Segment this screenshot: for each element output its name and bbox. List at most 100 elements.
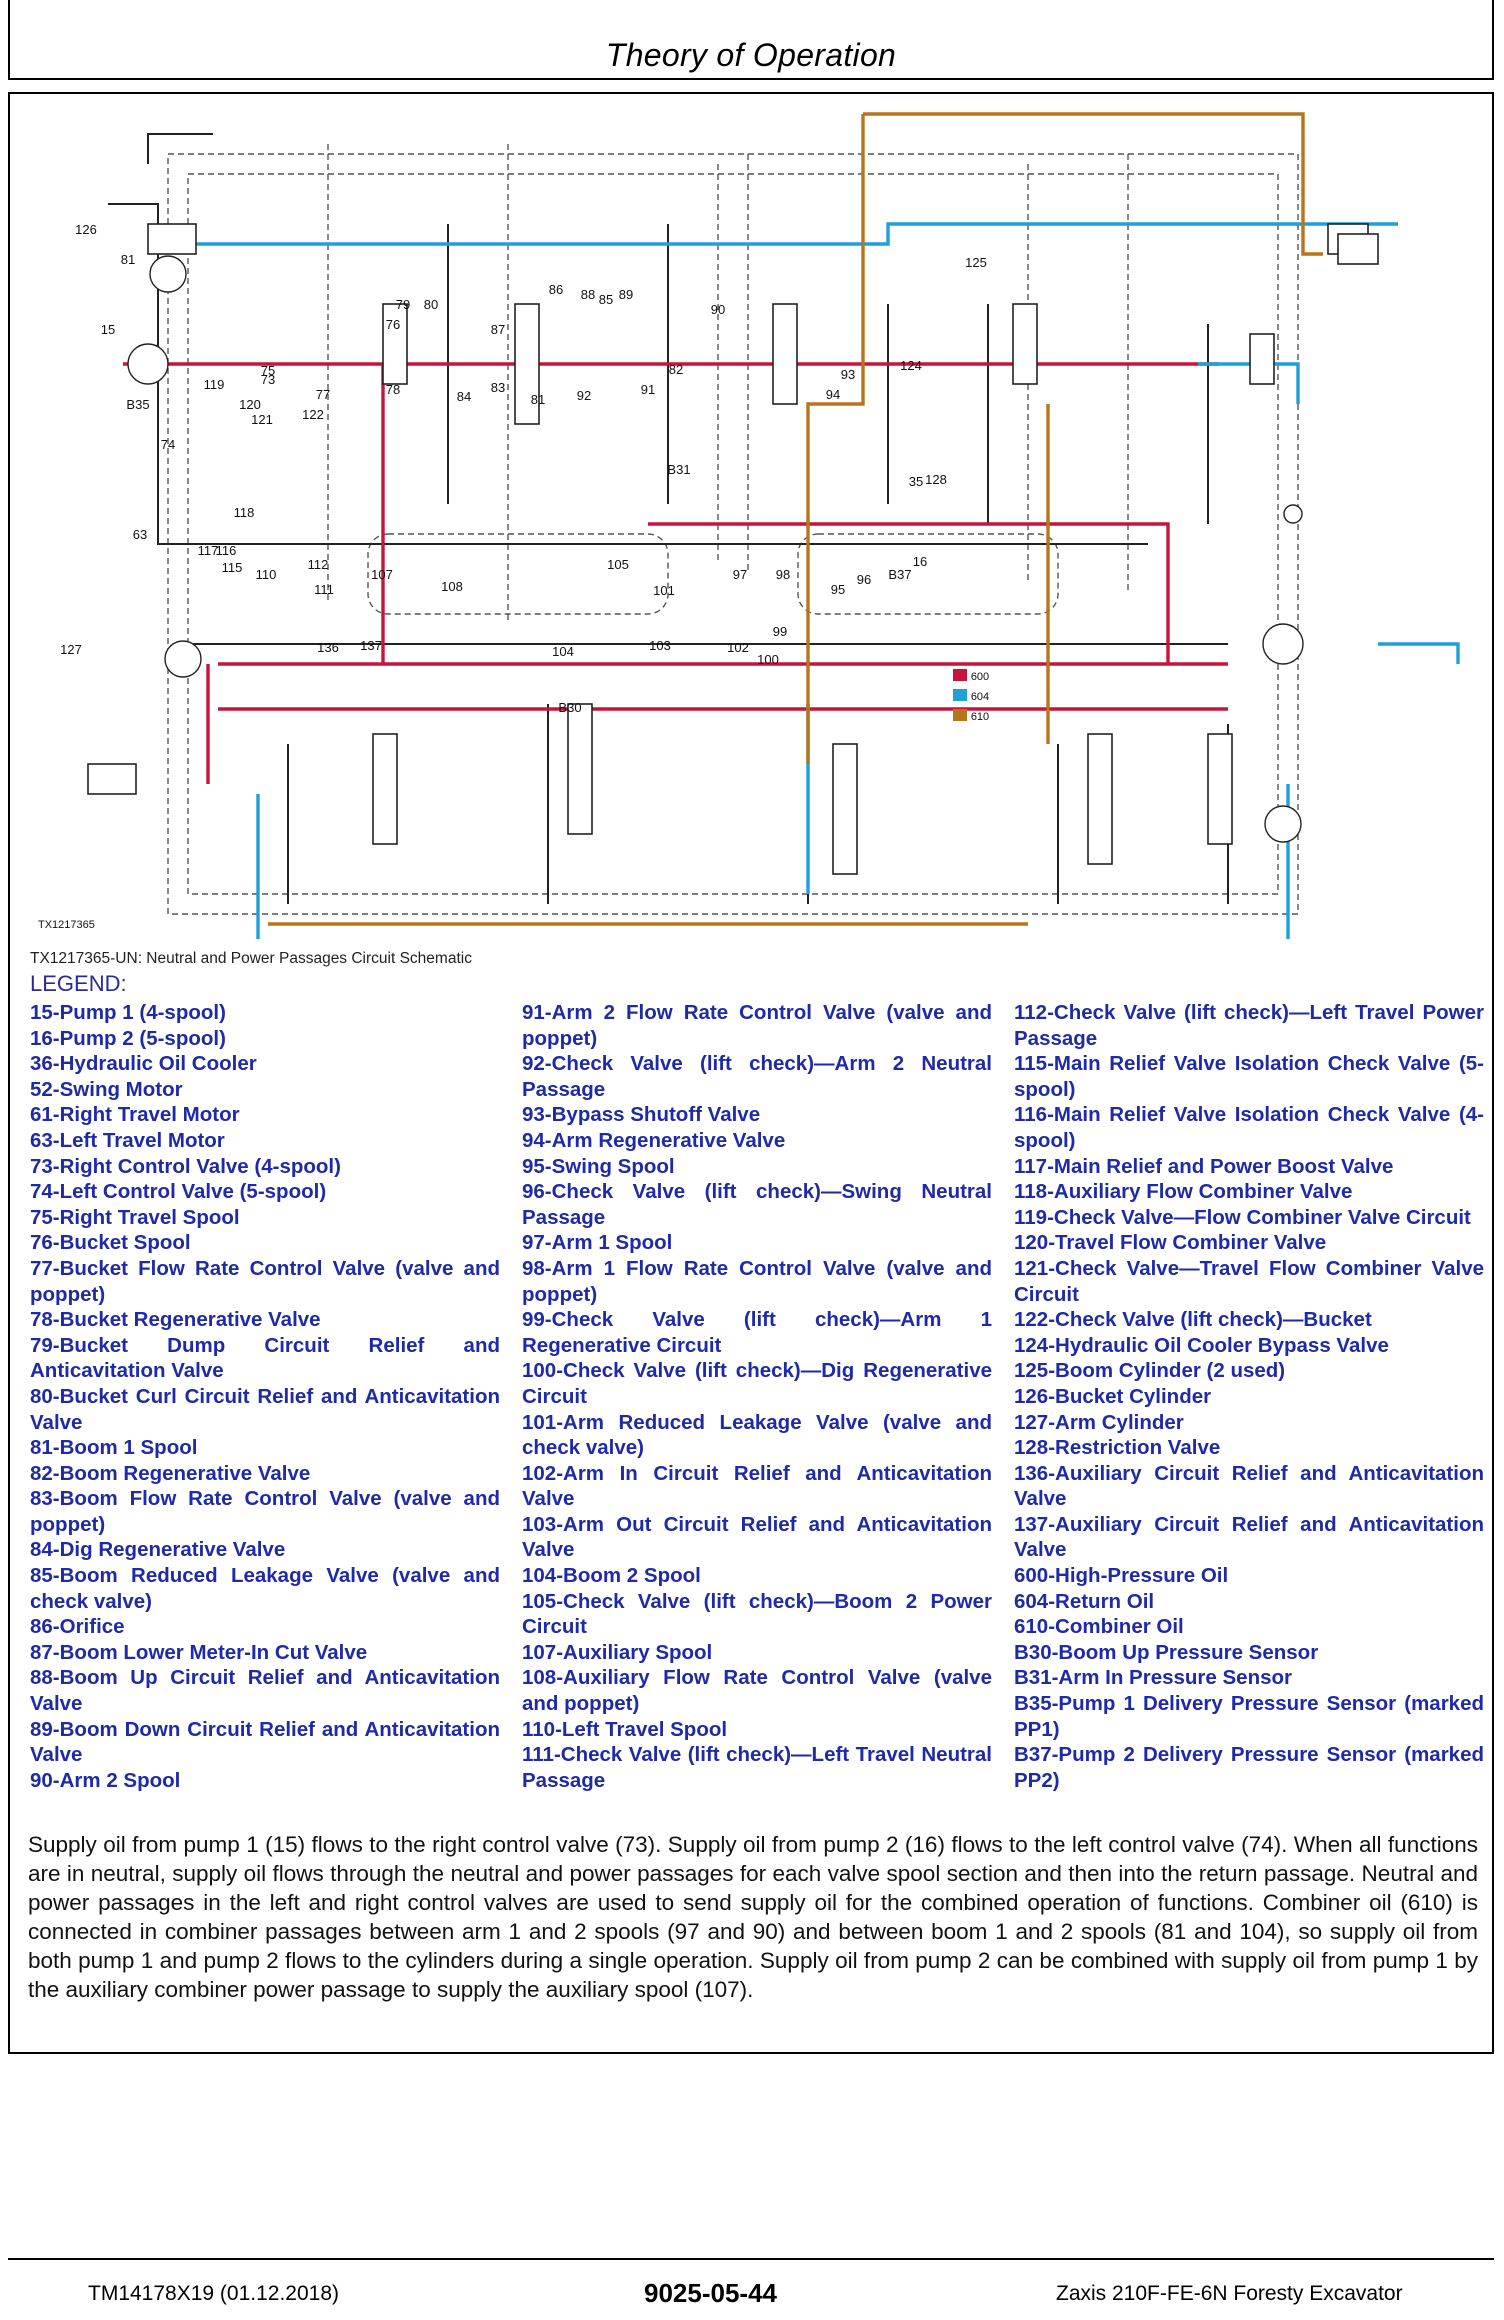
component-circles xyxy=(127,255,1304,843)
callout-label: 75 xyxy=(261,363,275,378)
callout-label: B37 xyxy=(888,567,911,582)
legend-item: 115-Main Relief Valve Isolation Check Va… xyxy=(1014,1052,1484,1101)
callout-label: B30 xyxy=(558,700,581,715)
legend-item: 97-Arm 1 Spool xyxy=(522,1231,673,1255)
legend-item: 82-Boom Regenerative Valve xyxy=(30,1461,311,1485)
callout-label: 107 xyxy=(371,567,393,582)
key-swatch-604 xyxy=(953,689,967,701)
page-header: Theory of Operation xyxy=(8,0,1494,80)
callout-label: 15 xyxy=(101,322,115,337)
legend-item: B30-Boom Up Pressure Sensor xyxy=(1014,1640,1319,1664)
legend-item: 75-Right Travel Spool xyxy=(30,1205,240,1229)
callout-label: 115 xyxy=(222,560,243,575)
legend-item: 118-Auxiliary Flow Combiner Valve xyxy=(1014,1180,1353,1204)
callout-label: 102 xyxy=(727,640,749,655)
callout-label: 122 xyxy=(302,407,324,422)
valve-bodies xyxy=(87,223,1379,875)
legend-item: 16-Pump 2 (5-spool) xyxy=(30,1026,226,1050)
legend-item: 85-Boom Reduced Leakage Valve (valve and… xyxy=(30,1564,500,1613)
callout-label: 117 xyxy=(198,543,219,558)
legend-item: 104-Boom 2 Spool xyxy=(522,1564,701,1588)
legend-item: 81-Boom 1 Spool xyxy=(30,1436,198,1460)
callout-label: 101 xyxy=(653,583,675,598)
high-pressure-lines xyxy=(123,362,1228,784)
callout-label: 83 xyxy=(491,380,505,395)
callout-label: 119 xyxy=(204,377,225,392)
key-code-600: 600 xyxy=(971,671,989,683)
legend-item: 101-Arm Reduced Leakage Valve (valve and… xyxy=(522,1410,992,1460)
callout-label: 111 xyxy=(314,582,334,597)
callout-label: 137 xyxy=(360,638,382,653)
footer-model: Zaxis 210F-FE-6N Foresty Excavator xyxy=(1056,2282,1403,2305)
callout-label: 81 xyxy=(531,392,545,407)
callout-label: 92 xyxy=(577,388,591,403)
legend-item: 98-Arm 1 Flow Rate Control Valve (valve … xyxy=(522,1256,992,1306)
callout-label: 120 xyxy=(239,397,261,412)
callout-label: 127 xyxy=(60,642,82,657)
key-swatch-600 xyxy=(953,669,967,681)
callout-label: B35 xyxy=(126,397,149,412)
callout-label: 94 xyxy=(826,387,840,402)
legend-item: 63-Left Travel Motor xyxy=(30,1128,225,1152)
legend-item: 96-Check Valve (lift check)—Swing Neutra… xyxy=(522,1180,992,1229)
legend-item: B31-Arm In Pressure Sensor xyxy=(1014,1666,1293,1690)
callout-label: 16 xyxy=(913,554,927,569)
legend-title: LEGEND: xyxy=(30,971,127,996)
legend-item: 79-Bucket Dump Circuit Relief and Antica… xyxy=(30,1333,500,1383)
callout-label: 78 xyxy=(386,382,400,397)
legend-column-3: 112-Check Valve (lift check)—Left Travel… xyxy=(1014,1000,1484,1793)
key-swatch-610 xyxy=(953,709,967,721)
legend-item: 121-Check Valve—Travel Flow Combiner Val… xyxy=(1014,1256,1484,1306)
key-code-604: 604 xyxy=(971,691,989,703)
legend-item: 102-Arm In Circuit Relief and Anticavita… xyxy=(522,1461,992,1511)
combiner-lines xyxy=(268,112,1323,926)
callout-label: 87 xyxy=(491,322,505,337)
legend-item: 80-Bucket Curl Circuit Relief and Antica… xyxy=(30,1384,500,1434)
callout-label: 98 xyxy=(776,567,790,582)
callout-label: 128 xyxy=(925,472,947,487)
callout-label: 86 xyxy=(549,282,563,297)
page-title: Theory of Operation xyxy=(605,37,897,73)
legend-item: 127-Arm Cylinder xyxy=(1014,1410,1184,1434)
callout-label: 121 xyxy=(251,412,273,427)
legend-item: 93-Bypass Shutoff Valve xyxy=(522,1103,761,1127)
callout-label: 79 xyxy=(396,297,410,312)
legend-item: 124-Hydraulic Oil Cooler Bypass Valve xyxy=(1014,1333,1389,1357)
callout-label: 89 xyxy=(619,287,633,302)
legend-item: 604-Return Oil xyxy=(1014,1589,1155,1613)
legend-item: 36-Hydraulic Oil Cooler xyxy=(30,1052,257,1076)
callout-label: 90 xyxy=(711,302,725,317)
legend-item: 52-Swing Motor xyxy=(30,1077,183,1101)
legend-item: 99-Check Valve (lift check)—Arm 1 Regene… xyxy=(522,1308,992,1357)
legend-item: 137-Auxiliary Circuit Relief and Anticav… xyxy=(1014,1512,1484,1562)
legend-item: 84-Dig Regenerative Valve xyxy=(30,1538,286,1562)
drain-lines xyxy=(108,133,1229,904)
legend-item: 91-Arm 2 Flow Rate Control Valve (valve … xyxy=(522,1001,992,1050)
callout-label: 95 xyxy=(831,582,845,597)
pilot-lines xyxy=(167,144,1299,915)
callout-label: 118 xyxy=(234,505,255,520)
legend-item: 73-Right Control Valve (4-spool) xyxy=(30,1154,341,1178)
callout-label: 97 xyxy=(733,567,747,582)
legend-item: 74-Left Control Valve (5-spool) xyxy=(30,1180,327,1204)
legend-item: 128-Restriction Valve xyxy=(1014,1436,1221,1460)
legend-item: B37-Pump 2 Delivery Pressure Sensor (mar… xyxy=(1014,1743,1484,1792)
legend-item: 78-Bucket Regenerative Valve xyxy=(30,1308,321,1332)
circuit-schematic: 126 81 15 B35 119 120 121 122 76 73 77 7… xyxy=(60,112,1460,939)
callout-labels: 126 81 15 B35 119 120 121 122 76 73 77 7… xyxy=(60,222,987,715)
callout-label: 96 xyxy=(857,572,871,587)
legend-item: 61-Right Travel Motor xyxy=(30,1103,240,1127)
callout-label: 116 xyxy=(216,543,237,558)
callout-label: 100 xyxy=(757,652,779,667)
callout-label: 110 xyxy=(256,567,277,582)
legend-item: 103-Arm Out Circuit Relief and Anticavit… xyxy=(522,1512,992,1562)
legend-item: 122-Check Valve (lift check)—Bucket xyxy=(1014,1308,1372,1332)
legend-column-1: 15-Pump 1 (4-spool)16-Pump 2 (5-spool)36… xyxy=(30,1000,500,1793)
callout-label: 126 xyxy=(75,222,97,237)
callout-label: 104 xyxy=(552,644,574,659)
legend-column-2: 91-Arm 2 Flow Rate Control Valve (valve … xyxy=(522,1000,992,1793)
legend-item: 90-Arm 2 Spool xyxy=(30,1768,181,1792)
legend-item: 89-Boom Down Circuit Relief and Anticavi… xyxy=(30,1717,500,1767)
legend-item: 108-Auxiliary Flow Rate Control Valve (v… xyxy=(522,1666,992,1716)
figure-caption: TX1217365-UN: Neutral and Power Passages… xyxy=(30,950,472,967)
